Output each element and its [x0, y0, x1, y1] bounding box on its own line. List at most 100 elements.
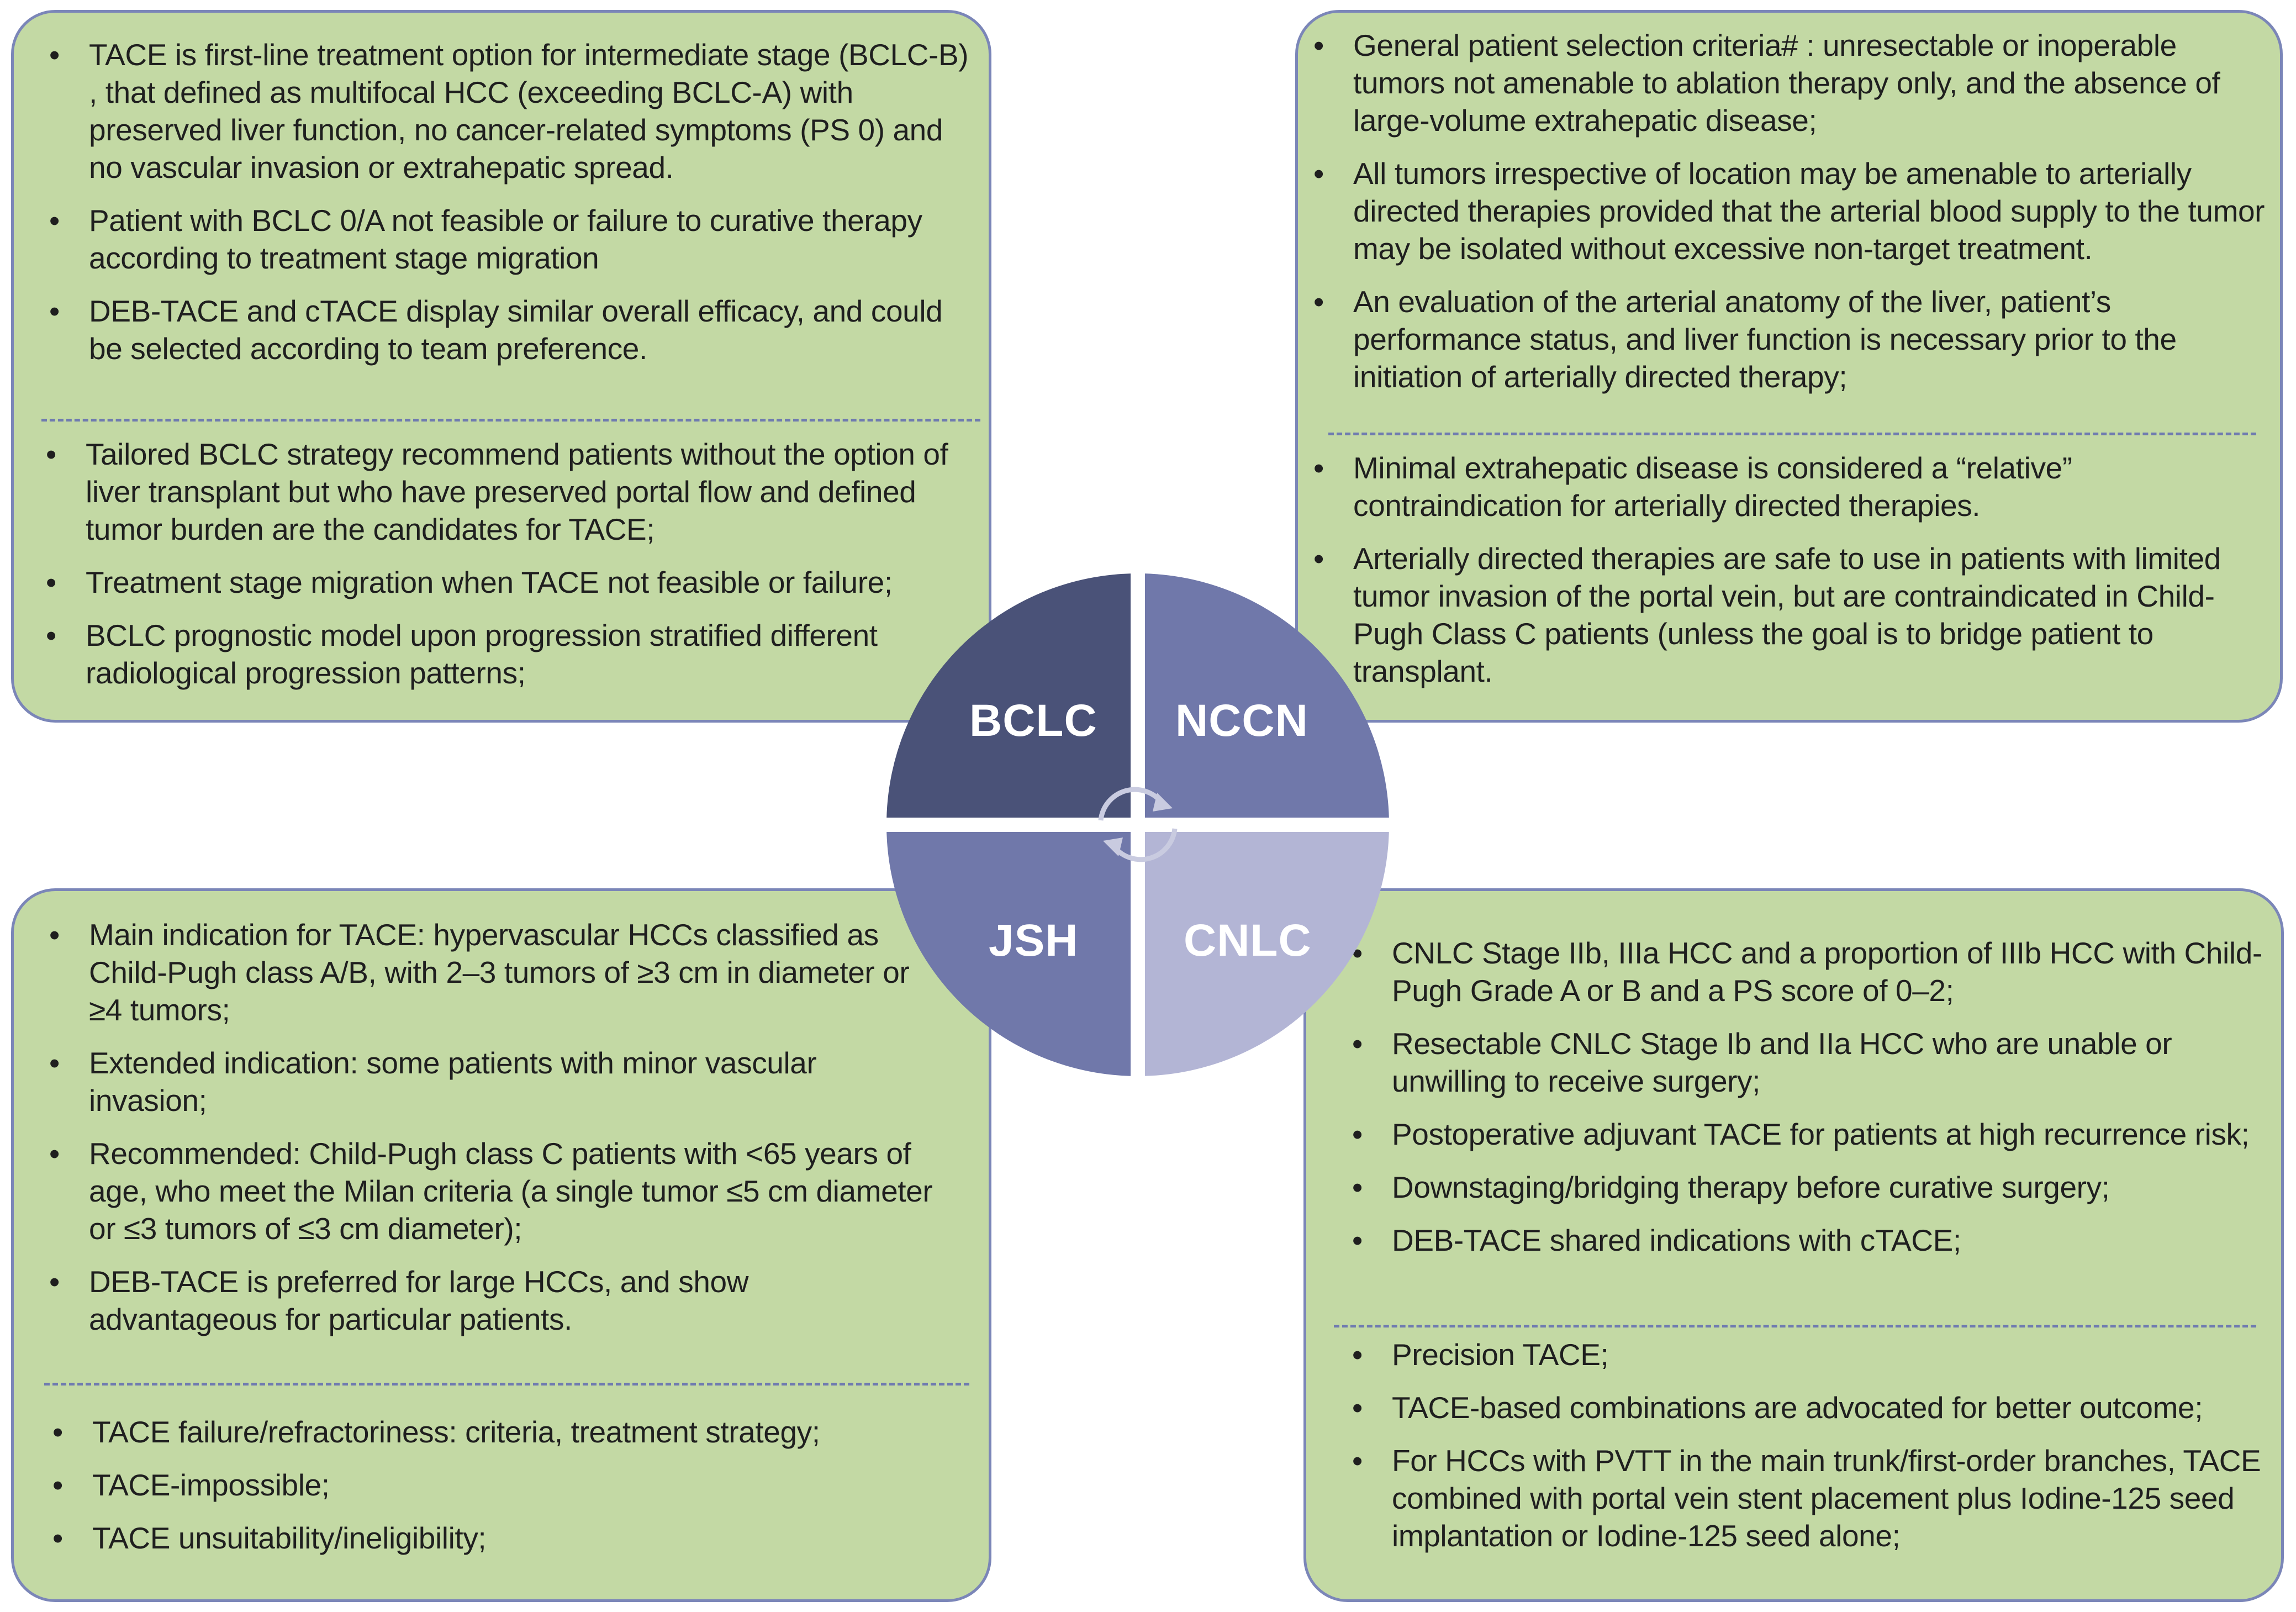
- bullet-marker: •: [1313, 541, 1324, 576]
- bullet-item: • Main indication for TACE: hypervascular…: [34, 916, 939, 1029]
- quadrant-label-bclc: BCLC: [969, 696, 1097, 746]
- bullet-marker: •: [49, 918, 60, 952]
- bullet-text: Patient with BCLC 0/A not feasible or fa…: [89, 203, 922, 275]
- bullet-marker: •: [49, 1265, 60, 1299]
- bullet-marker: •: [52, 1415, 63, 1449]
- bullet-item: • Precision TACE;: [1337, 1336, 2276, 1373]
- bullet-text: General patient selection criteria# : un…: [1353, 28, 2220, 138]
- bullet-marker: •: [1313, 451, 1324, 485]
- bullet-marker: •: [1352, 1170, 1363, 1204]
- bullet-text: All tumors irrespective of location may …: [1353, 156, 2265, 266]
- nccn-lower-list: • Minimal extrahepatic disease is conside…: [1298, 449, 2248, 690]
- quadrant-cnlc: CNLC: [1145, 832, 1389, 1076]
- bullet-marker: •: [49, 294, 60, 328]
- bullet-item: •DEB-TACE is preferred for large HCCs, a…: [34, 1263, 939, 1338]
- bullet-text: Minimal extrahepatic disease is consider…: [1353, 451, 2072, 523]
- bclc-upper-list: • TACE is first-line treatment option for…: [34, 36, 973, 367]
- bullet-marker: •: [1352, 1390, 1363, 1425]
- bullet-text: TACE failure/refractoriness: criteria, t…: [92, 1415, 820, 1449]
- bullet-item: • Extended indication: some patients with…: [34, 1044, 939, 1119]
- quadrant-nccn: NCCN: [1145, 573, 1389, 818]
- guideline-hub-circle: BCLC NCCN JSH CNLC: [886, 573, 1389, 1076]
- bullet-text: Tailored BCLC strategy recommend patient…: [86, 437, 948, 546]
- jsh-divider: [44, 1383, 969, 1386]
- bullet-marker: •: [1313, 285, 1324, 319]
- quadrant-label-jsh: JSH: [989, 915, 1079, 966]
- quadrant-jsh: JSH: [886, 832, 1131, 1076]
- quadrant-bclc: BCLC: [886, 573, 1131, 818]
- bullet-text: TACE-impossible;: [92, 1468, 330, 1502]
- bullet-text: Postoperative adjuvant TACE for patients…: [1392, 1117, 2250, 1151]
- bullet-item: • Postoperative adjuvant TACE for patient…: [1337, 1115, 2276, 1153]
- bullet-marker: •: [49, 203, 60, 238]
- bullet-item: • DEB-TACE and cTACE display similar over…: [34, 292, 973, 367]
- bullet-item: • BCLC prognostic model upon progression …: [30, 617, 969, 692]
- bullet-item: • Patient with BCLC 0/A not feasible or f…: [34, 202, 973, 277]
- quadrant-label-cnlc: CNLC: [1184, 915, 1312, 966]
- bullet-text: TACE-based combinations are advocated fo…: [1392, 1390, 2203, 1425]
- cnlc-upper-list: • CNLC Stage IIb, IIIa HCC and a proporti…: [1337, 934, 2276, 1259]
- bullet-marker: •: [1313, 156, 1324, 191]
- bullet-text: Precision TACE;: [1392, 1337, 1609, 1372]
- nccn-divider: [1328, 433, 2256, 435]
- bullet-item: • Minimal extrahepatic disease is conside…: [1298, 449, 2248, 524]
- bullet-marker: •: [1313, 28, 1324, 62]
- bullet-text: TACE unsuitability/ineligibility;: [92, 1521, 487, 1555]
- bclc-lower-list: • Tailored BCLC strategy recommend patien…: [30, 435, 969, 692]
- bullet-item: • Downstaging/bridging therapy before cur…: [1337, 1168, 2276, 1206]
- bullet-text: For HCCs with PVTT in the main trunk/fir…: [1392, 1444, 2261, 1553]
- bullet-text: TACE is first-line treatment option for …: [89, 38, 969, 185]
- bullet-item: • DEB-TACE shared indications with cTACE;: [1337, 1221, 2276, 1259]
- bullet-marker: •: [52, 1468, 63, 1502]
- bullet-item: • TACE is first-line treatment option for…: [34, 36, 973, 186]
- bullet-marker: •: [49, 38, 60, 72]
- bullet-text: Downstaging/bridging therapy before cura…: [1392, 1170, 2110, 1204]
- bullet-text: Extended indication: some patients with …: [89, 1046, 817, 1118]
- jsh-panel: • Main indication for TACE: hypervascular…: [11, 888, 991, 1602]
- bullet-text: Recommended: Child-Pugh class C patients…: [89, 1136, 933, 1246]
- bullet-text: An evaluation of the arterial anatomy of…: [1353, 285, 2177, 394]
- cycle-arrows-icon: [1098, 787, 1178, 862]
- cnlc-divider: [1334, 1325, 2256, 1327]
- bullet-marker: •: [1352, 1444, 1363, 1478]
- bullet-item: •CNLC Stage IIb, IIIa HCC and a proporti…: [1337, 934, 2276, 1009]
- bullet-text: DEB-TACE and cTACE display similar overa…: [89, 294, 943, 366]
- cnlc-lower-list: • Precision TACE; • TACE-based combinations…: [1337, 1336, 2276, 1555]
- jsh-lower-list: • TACE failure/refractoriness: criteria, …: [37, 1413, 943, 1557]
- bullet-marker: •: [46, 618, 56, 652]
- cnlc-panel: • CNLC Stage IIb, IIIa HCC and a proporti…: [1303, 888, 2284, 1602]
- bullet-marker: •: [1352, 1223, 1363, 1257]
- bullet-item: • TACE-based combinations are advocated f…: [1337, 1389, 2276, 1426]
- bullet-marker: •: [46, 565, 56, 599]
- bullet-marker: •: [1352, 1117, 1363, 1151]
- bullet-item: • TACE-impossible;: [37, 1466, 943, 1504]
- bullet-marker: •: [46, 437, 56, 471]
- bullet-text: DEB-TACE shared indications with cTACE;: [1392, 1223, 1961, 1257]
- bullet-text: BCLC prognostic model upon progression s…: [86, 618, 878, 690]
- bullet-text: CNLC Stage IIb, IIIa HCC and a proportio…: [1392, 936, 2262, 1008]
- bullet-marker: •: [52, 1521, 63, 1555]
- bullet-text: Arterially directed therapies are safe t…: [1353, 541, 2221, 688]
- jsh-upper-list: • Main indication for TACE: hypervascular…: [34, 916, 939, 1338]
- bullet-item: •Resectable CNLC Stage Ib and IIa HCC wh…: [1337, 1025, 2276, 1100]
- bullet-item: • For HCCs with PVTT in the main trunk/fi…: [1337, 1442, 2276, 1555]
- bullet-text: Treatment stage migration when TACE not …: [86, 565, 893, 599]
- bullet-marker: •: [49, 1046, 60, 1080]
- bullet-item: • TACE unsuitability/ineligibility;: [37, 1519, 943, 1557]
- bullet-marker: •: [1352, 1337, 1363, 1372]
- nccn-panel: • General patient selection criteria# : u…: [1295, 10, 2283, 723]
- bullet-text: Resectable CNLC Stage Ib and IIa HCC who…: [1392, 1026, 2172, 1098]
- bullet-item: • Recommended: Child-Pugh class C patient…: [34, 1135, 939, 1247]
- bullet-item: • Arterially directed therapies are safe …: [1298, 540, 2248, 690]
- nccn-upper-list: • General patient selection criteria# : u…: [1298, 27, 2276, 396]
- bullet-text: Main indication for TACE: hypervascular …: [89, 918, 910, 1027]
- bclc-divider: [41, 419, 980, 422]
- bullet-item: • All tumors irrespective of location may…: [1298, 155, 2276, 267]
- bclc-panel: • TACE is first-line treatment option for…: [11, 10, 991, 723]
- bullet-item: • Tailored BCLC strategy recommend patien…: [30, 435, 969, 548]
- bullet-marker: •: [49, 1136, 60, 1171]
- bullet-item: • General patient selection criteria# : u…: [1298, 27, 2276, 139]
- bullet-item: • Treatment stage migration when TACE not…: [30, 563, 969, 601]
- quadrant-label-nccn: NCCN: [1175, 696, 1308, 746]
- bullet-item: • TACE failure/refractoriness: criteria, …: [37, 1413, 943, 1451]
